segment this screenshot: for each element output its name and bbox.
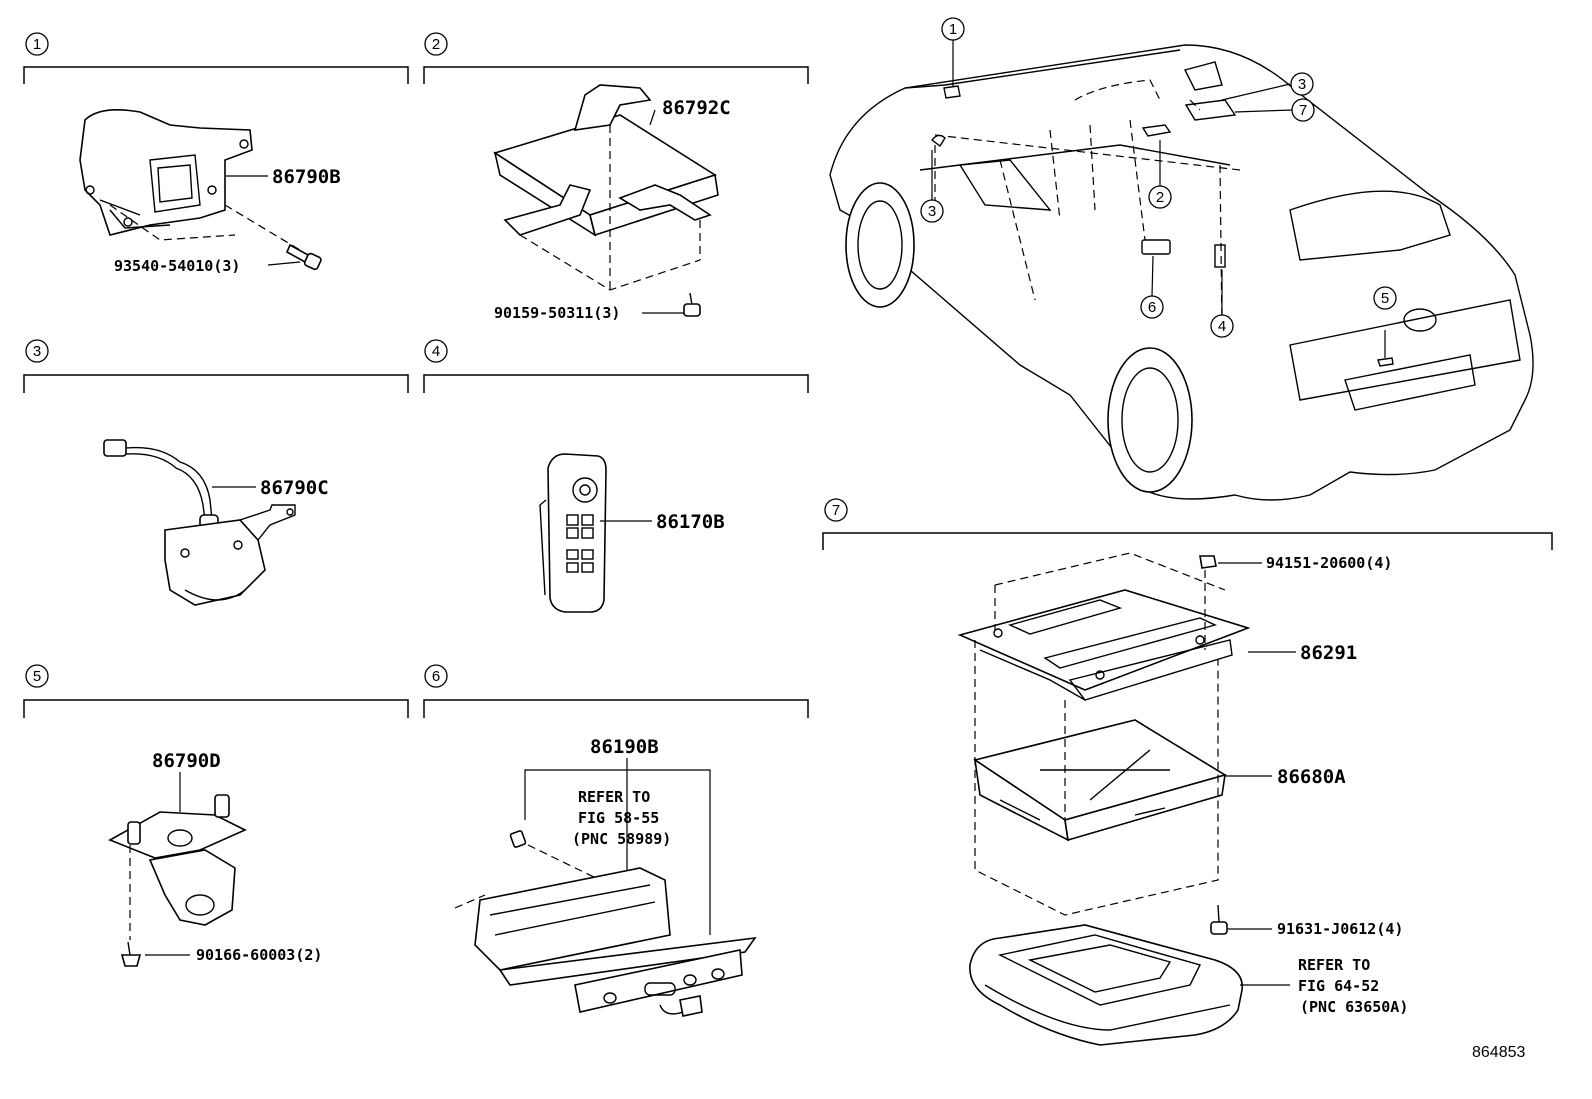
camera-86790B-drawing — [79, 109, 301, 251]
svg-text:3: 3 — [1298, 76, 1306, 93]
bolt-93540-drawing — [285, 243, 322, 271]
refer-fig-58-55-line-2: FIG 58-55 — [578, 809, 659, 827]
refer-fig-64-52-line-3: (PNC 63650A) — [1300, 998, 1408, 1016]
part-86790D: 86790D — [152, 750, 221, 772]
vehicle-callout-7: 7 — [1291, 98, 1315, 122]
part-94151-20600: 94151-20600(4) — [1266, 554, 1392, 572]
svg-text:7: 7 — [1299, 102, 1307, 119]
part-86680A: 86680A — [1277, 766, 1346, 788]
part-93540-54010: 93540-54010(3) — [114, 257, 240, 275]
tv-display-86680A-drawing — [973, 640, 1227, 916]
bracket-86291-drawing — [957, 552, 1251, 701]
remote-86170B-drawing — [539, 453, 607, 613]
svg-text:2: 2 — [1156, 189, 1164, 206]
svg-text:6: 6 — [1148, 299, 1156, 316]
svg-text:3: 3 — [928, 203, 936, 220]
vehicle-overview: 1 2 3 3 4 5 6 7 — [829, 17, 1534, 501]
part-90166-60003: 90166-60003(2) — [196, 946, 322, 964]
section-7-number: 7 — [832, 502, 840, 519]
svg-text:5: 5 — [1381, 290, 1389, 307]
section-3-number: 3 — [33, 343, 41, 360]
diagram-id: 864853 — [1472, 1044, 1525, 1061]
section-5-number: 5 — [33, 668, 41, 685]
camera-86790C-drawing — [103, 439, 296, 606]
section-1-number: 1 — [33, 36, 41, 53]
ecu-86792C-drawing — [493, 84, 719, 291]
part-90159-50311: 90159-50311(3) — [494, 304, 620, 322]
part-86170B: 86170B — [656, 511, 725, 533]
svg-text:4: 4 — [1218, 318, 1226, 335]
screw-91631-drawing — [1210, 904, 1228, 935]
part-91631-J0612: 91631-J0612(4) — [1277, 920, 1403, 938]
screw-90159-drawing — [683, 292, 701, 317]
vehicle-callout-5: 5 — [1373, 286, 1397, 310]
refer-fig-64-52-line-2: FIG 64-52 — [1298, 977, 1379, 995]
section-6-number: 6 — [432, 668, 440, 685]
part-86190B: 86190B — [590, 736, 659, 758]
refer-fig-64-52-line-1: REFER TO — [1298, 956, 1370, 974]
section-2-number: 2 — [432, 36, 440, 53]
part-86291: 86291 — [1300, 642, 1357, 664]
console-panel-86190B-drawing — [454, 830, 757, 1017]
camera-86790D-drawing — [108, 794, 247, 940]
vehicle-callout-1: 1 — [941, 17, 965, 41]
svg-text:1: 1 — [949, 21, 957, 38]
part-86792C: 86792C — [662, 97, 731, 119]
section-1: 1 86790B 93540-54010(3) — [23, 32, 409, 275]
vehicle-callout-3-rear: 3 — [1290, 72, 1314, 96]
section-6: 6 86190B REFER TO FIG 58-55 (PNC 58989) — [423, 664, 809, 1017]
section-5: 5 86790D 90166-60003(2) — [23, 664, 409, 967]
section-7: 7 94151-20600(4) 86291 — [822, 498, 1553, 1046]
vehicle-callout-3-front: 3 — [920, 199, 944, 223]
section-3: 3 86790C — [23, 339, 409, 606]
clip-90166-drawing — [120, 941, 142, 967]
vehicle-drawing — [829, 40, 1534, 501]
part-86790C: 86790C — [260, 477, 329, 499]
cover-63650A-drawing — [969, 924, 1244, 1046]
nut-94151-drawing — [1199, 555, 1217, 569]
vehicle-callout-4: 4 — [1210, 314, 1234, 338]
refer-fig-58-55-line-3: (PNC 58989) — [572, 830, 671, 848]
section-4-number: 4 — [432, 343, 440, 360]
part-86790B: 86790B — [272, 166, 341, 188]
vehicle-callout-6: 6 — [1140, 295, 1164, 319]
refer-fig-58-55-line-1: REFER TO — [578, 788, 650, 806]
vehicle-callout-2: 2 — [1148, 185, 1172, 209]
section-4: 4 86170B — [423, 339, 809, 613]
section-2: 2 86792C 90159-50311(3) — [423, 32, 809, 322]
